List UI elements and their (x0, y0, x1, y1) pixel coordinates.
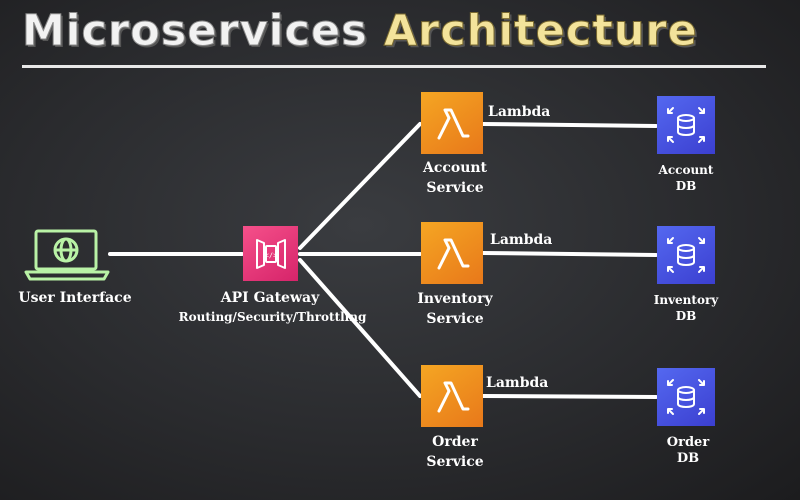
database-icon (667, 379, 705, 415)
lambda-icon (437, 238, 470, 270)
lambda-icon (437, 108, 470, 140)
edge-inventory-to-db (481, 251, 658, 257)
api-gateway-icon: </> (255, 238, 286, 269)
title-underline (22, 65, 766, 68)
edge-gateway-to-account (298, 122, 422, 250)
edge-account-to-db (481, 122, 658, 128)
inventory-db-node[interactable] (657, 226, 715, 284)
order-db-node[interactable] (657, 368, 715, 426)
account-edge-label: Lambda (488, 104, 551, 120)
database-icon (667, 107, 705, 143)
order-db-label: Order DB (666, 435, 710, 466)
title-part-2: Architecture (383, 6, 698, 57)
inventory-db-label: Inventory DB (653, 293, 719, 323)
title-part-1: Microservices (22, 6, 368, 57)
laptop-globe-icon (24, 229, 110, 281)
page-title: Microservices Architecture (22, 6, 698, 57)
inventory-service-label: Inventory Service (417, 291, 493, 327)
inventory-service-node[interactable] (421, 222, 483, 284)
inventory-edge-label: Lambda (490, 232, 553, 248)
api-gateway-node[interactable]: </> (243, 226, 298, 281)
account-db-label: Account DB (658, 163, 714, 193)
edge-gateway-to-order (298, 258, 422, 398)
order-service-label: Order Service (426, 434, 484, 470)
api-gateway-sublabel: Routing/Security/Throttling (178, 310, 367, 324)
svg-text:</>: </> (264, 251, 277, 259)
account-service-label: Account Service (422, 160, 488, 196)
database-icon (667, 237, 705, 273)
user-interface-label: User Interface (18, 290, 132, 306)
account-service-node[interactable] (421, 92, 483, 154)
edge-order-to-db (481, 394, 658, 399)
order-edge-label: Lambda (486, 375, 549, 391)
api-gateway-label: API Gateway (220, 290, 320, 306)
order-service-node[interactable] (421, 365, 483, 427)
lambda-icon (437, 381, 470, 413)
account-db-node[interactable] (657, 96, 715, 154)
